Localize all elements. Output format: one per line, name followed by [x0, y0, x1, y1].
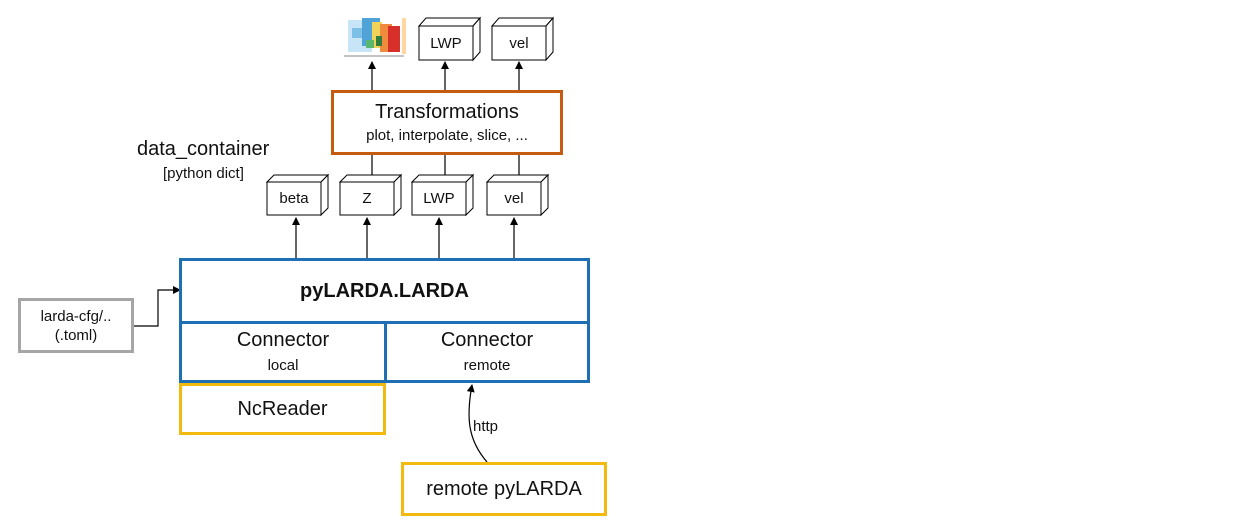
- remote-pylarda-label: remote pyLARDA: [426, 478, 582, 500]
- container-z-label: Z: [362, 190, 372, 207]
- remote-pylarda-box: remote pyLARDA: [401, 462, 607, 516]
- container-box-beta: [265, 173, 330, 217]
- connector-local-box: Connector local: [179, 321, 387, 383]
- larda-title: pyLARDA.LARDA: [300, 279, 469, 302]
- http-label: http: [473, 418, 499, 435]
- data-container-title: data_container: [137, 138, 270, 160]
- connector-remote-box: Connector remote: [384, 321, 590, 383]
- output-lwp-label: LWP: [430, 34, 462, 52]
- data-container-subtitle: [python dict]: [163, 165, 244, 182]
- output-box-vel: [490, 16, 555, 62]
- connector-remote-title: Connector: [440, 329, 534, 351]
- ncreader-box: NcReader: [179, 383, 386, 435]
- container-box-z: [338, 173, 403, 217]
- transformations-subtitle: plot, interpolate, slice, ...: [366, 126, 528, 144]
- plot-thumbnail: [340, 16, 410, 60]
- config-line1: larda-cfg/..: [40, 307, 112, 325]
- container-box-vel: [485, 173, 550, 217]
- transformations-box: Transformations plot, interpolate, slice…: [331, 90, 563, 155]
- container-vel-label: vel: [504, 190, 524, 207]
- output-vel-label: vel: [509, 34, 529, 52]
- connector-local-title: Connector: [236, 329, 330, 351]
- config-box: larda-cfg/.. (.toml): [18, 298, 134, 353]
- transformations-title: Transformations: [375, 100, 519, 123]
- output-box-lwp: [417, 16, 482, 62]
- connector-local-subtitle: local: [267, 357, 299, 374]
- connector-remote-subtitle: remote: [463, 357, 511, 374]
- larda-box: pyLARDA.LARDA: [179, 258, 590, 324]
- container-box-lwp: [410, 173, 475, 217]
- container-beta-label: beta: [279, 190, 309, 207]
- container-lwp-label: LWP: [423, 190, 455, 207]
- config-line2: (.toml): [54, 326, 98, 344]
- ncreader-label: NcReader: [237, 398, 328, 420]
